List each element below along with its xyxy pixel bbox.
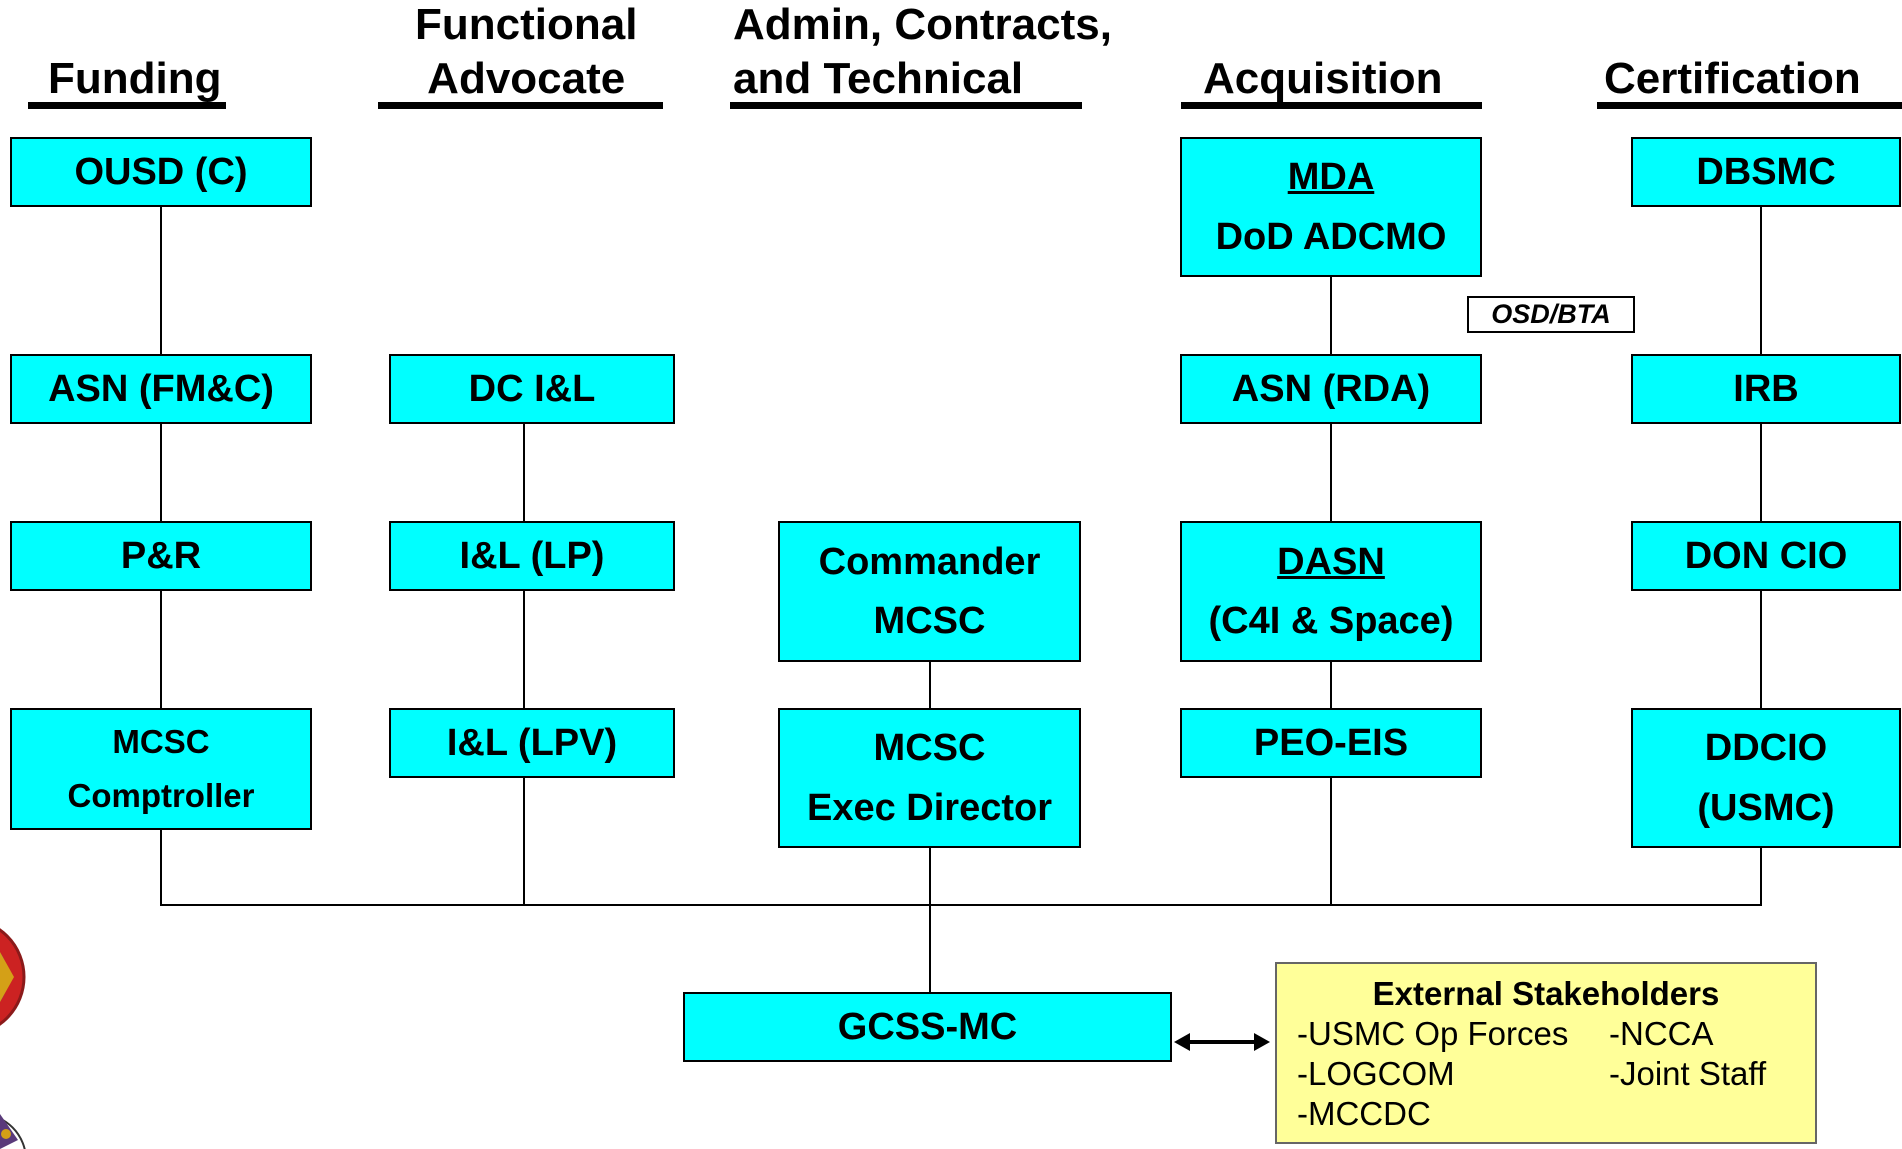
box-peo-eis: PEO-EIS	[1180, 708, 1482, 778]
external-stakeholders-row: -MCCDC	[1297, 1094, 1795, 1134]
header-functional-line2: Advocate	[427, 54, 626, 103]
header-certification-underline	[1597, 102, 1902, 109]
box-mcsc-exec-director: MCSC Exec Director	[778, 708, 1081, 848]
box-dbsmc-label: DBSMC	[1696, 151, 1836, 193]
header-admin-underline	[730, 102, 1082, 109]
header-admin-line2: and Technical	[733, 54, 1024, 103]
box-mcsc-comptroller-line1: MCSC	[112, 723, 210, 761]
box-pr-label: P&R	[120, 535, 202, 577]
box-il-lpv-label: I&L (LPV)	[446, 722, 618, 764]
external-stakeholder-item: -NCCA	[1609, 1015, 1714, 1052]
header-certification: Certification	[1604, 52, 1861, 106]
external-stakeholder-item: -Joint Staff	[1609, 1055, 1767, 1092]
connector-functional	[523, 423, 525, 905]
header-acquisition-text: Acquisition	[1203, 54, 1443, 103]
header-admin-line1: Admin, Contracts,	[733, 0, 1112, 49]
box-gcss-mc: GCSS-MC	[683, 992, 1172, 1062]
box-mda-line2: DoD ADCMO	[1215, 215, 1447, 258]
header-certification-text: Certification	[1604, 54, 1861, 103]
box-il-lp-label: I&L (LP)	[459, 535, 605, 577]
external-stakeholder-item: -MCCDC	[1297, 1095, 1431, 1132]
box-ddcio: DDCIO (USMC)	[1631, 708, 1901, 848]
seal-emblem-icon	[0, 1114, 26, 1149]
box-mcsc-exec-director-line2: Exec Director	[806, 786, 1052, 829]
box-dc-il: DC I&L	[389, 354, 675, 424]
box-dc-il-label: DC I&L	[468, 368, 596, 410]
box-dasn-line1: DASN	[1277, 540, 1385, 583]
double-arrow-icon	[1174, 1033, 1270, 1051]
external-stakeholder-item: -LOGCOM	[1297, 1055, 1455, 1092]
box-asn-fmc: ASN (FM&C)	[10, 354, 312, 424]
box-il-lpv: I&L (LPV)	[389, 708, 675, 778]
external-stakeholders-row: -LOGCOM -Joint Staff	[1297, 1054, 1795, 1094]
box-mda: MDA DoD ADCMO	[1180, 137, 1482, 277]
box-mcsc-comptroller: MCSC Comptroller	[10, 708, 312, 830]
box-mcsc-comptroller-line2: Comptroller	[67, 776, 255, 814]
box-ddcio-line1: DDCIO	[1704, 727, 1828, 770]
box-ousd-c: OUSD (C)	[10, 137, 312, 207]
box-don-cio: DON CIO	[1631, 521, 1901, 591]
box-ddcio-line2: (USMC)	[1697, 786, 1835, 829]
note-osd-bta: OSD/BTA	[1467, 296, 1635, 333]
seal-emblem-icon	[0, 928, 26, 1026]
external-stakeholders-title: External Stakeholders	[1372, 975, 1720, 1012]
header-admin: Admin, Contracts, and Technical	[733, 0, 1112, 106]
header-funding: Funding	[48, 52, 222, 106]
box-dasn: DASN (C4I & Space)	[1180, 521, 1482, 662]
box-ousd-c-label: OUSD (C)	[74, 151, 248, 193]
box-asn-rda: ASN (RDA)	[1180, 354, 1482, 424]
box-pr: P&R	[10, 521, 312, 591]
box-il-lp: I&L (LP)	[389, 521, 675, 591]
header-functional-underline	[378, 102, 663, 109]
box-peo-eis-label: PEO-EIS	[1253, 722, 1409, 764]
header-acquisition: Acquisition	[1203, 52, 1443, 106]
box-dasn-line2: (C4I & Space)	[1208, 600, 1454, 643]
box-mda-line1: MDA	[1287, 156, 1375, 199]
header-funding-underline	[28, 102, 226, 109]
header-acquisition-underline	[1181, 102, 1482, 109]
box-irb: IRB	[1631, 354, 1901, 424]
box-irb-label: IRB	[1733, 368, 1799, 410]
box-commander-mcsc-line1: Commander	[818, 540, 1041, 583]
header-functional: Functional Advocate	[415, 0, 637, 106]
box-mcsc-exec-director-line1: MCSC	[873, 727, 986, 770]
box-commander-mcsc-line2: MCSC	[873, 600, 986, 643]
box-gcss-mc-label: GCSS-MC	[837, 1006, 1018, 1048]
connector-bus	[160, 904, 1762, 906]
box-commander-mcsc: Commander MCSC	[778, 521, 1081, 662]
header-functional-line1: Functional	[415, 0, 638, 49]
external-stakeholder-item: -USMC Op Forces	[1297, 1015, 1569, 1052]
external-stakeholders-row: -USMC Op Forces -NCCA	[1297, 1014, 1795, 1054]
header-funding-text: Funding	[48, 54, 222, 103]
box-don-cio-label: DON CIO	[1684, 535, 1848, 577]
box-asn-fmc-label: ASN (FM&C)	[48, 368, 274, 410]
box-asn-rda-label: ASN (RDA)	[1231, 368, 1431, 410]
box-dbsmc: DBSMC	[1631, 137, 1901, 207]
note-osd-bta-label: OSD/BTA	[1491, 299, 1611, 329]
external-stakeholders-box: External Stakeholders -USMC Op Forces -N…	[1275, 962, 1817, 1144]
